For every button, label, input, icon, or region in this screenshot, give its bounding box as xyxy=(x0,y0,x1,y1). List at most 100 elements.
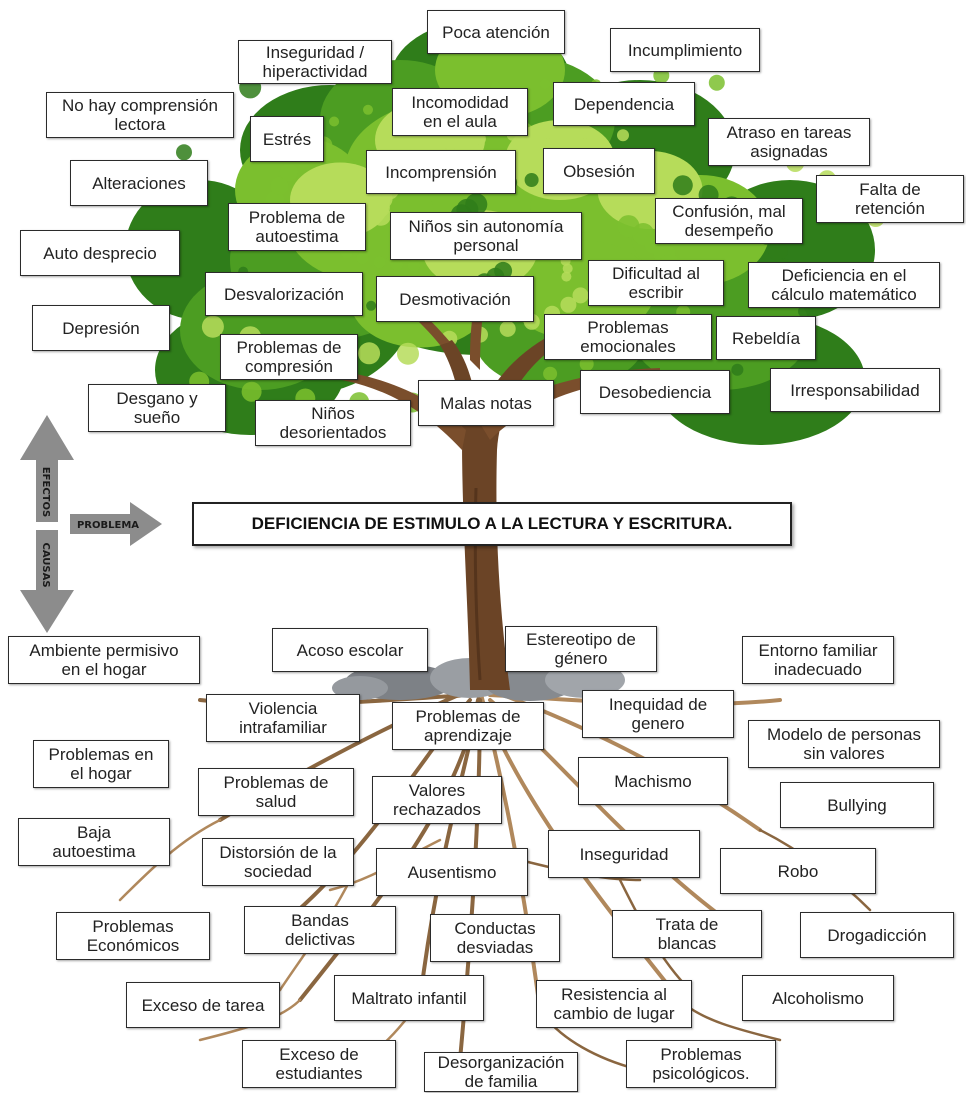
effect-box-deficiencia-en-el-calculo-matematico: Deficiencia en el cálculo matemático xyxy=(748,262,940,308)
effect-box-problemas-de-compresion: Problemas de compresión xyxy=(220,334,358,380)
leaf-dot xyxy=(397,342,419,365)
leaf-dot xyxy=(241,381,262,402)
leaf-dot xyxy=(708,74,725,91)
leaf-dot xyxy=(542,126,554,139)
problema-arrow: PROBLEMA xyxy=(70,502,162,546)
cause-box-conductas-desviadas: Conductas desviadas xyxy=(430,914,560,962)
leaf-dot xyxy=(356,252,369,265)
cause-box-modelo-de-personas-sin-valores: Modelo de personas sin valores xyxy=(748,720,940,768)
cause-box-problemas-de-aprendizaje: Problemas de aprendizaje xyxy=(392,702,544,750)
leaf-dot xyxy=(465,193,488,216)
leaf-dot xyxy=(540,79,550,89)
cause-box-inequidad-de-genero: Inequidad de genero xyxy=(582,690,734,738)
effect-box-problemas-emocionales: Problemas emocionales xyxy=(544,314,712,360)
leaf-dot xyxy=(798,305,810,318)
cause-box-alcoholismo: Alcoholismo xyxy=(742,975,894,1021)
cause-box-machismo: Machismo xyxy=(578,757,728,805)
efectos-label: EFECTOS xyxy=(40,467,51,517)
causas-arrow: CAUSAS xyxy=(20,530,74,633)
effect-box-desmotivacion: Desmotivación xyxy=(376,276,534,322)
leaf-dot xyxy=(201,315,224,338)
cause-box-drogadiccion: Drogadicción xyxy=(800,912,954,958)
effect-box-depresion: Depresión xyxy=(32,305,170,351)
leaf-dot xyxy=(279,163,298,182)
effect-box-ninos-sin-autonomia-personal: Niños sin autonomía personal xyxy=(390,212,582,260)
leaf-dot xyxy=(731,363,744,376)
effect-box-incomodidad-en-el-aula: Incomodidad en el aula xyxy=(392,88,528,136)
effect-box-malas-notas: Malas notas xyxy=(418,380,554,426)
effect-box-estres: Estrés xyxy=(250,116,324,162)
effect-box-problema-de-autoestima: Problema de autoestima xyxy=(228,203,366,251)
effect-box-ninos-desorientados: Niños desorientados xyxy=(255,400,411,446)
cause-box-ambiente-permisivo-en-el-hogar: Ambiente permisivo en el hogar xyxy=(8,636,200,684)
leaf-dot xyxy=(499,320,516,337)
leaf-dot xyxy=(560,296,577,313)
leaf-dot xyxy=(579,357,594,371)
leaf-dot xyxy=(524,173,539,187)
effect-box-desgano-y-sueno: Desgano y sueño xyxy=(88,384,226,432)
effect-box-auto-desprecio: Auto desprecio xyxy=(20,230,180,276)
leaf-dot xyxy=(366,300,377,311)
effect-box-dificultad-al-escribir: Dificultad al escribir xyxy=(588,260,724,306)
leaf-dot xyxy=(329,116,340,127)
effect-box-irresponsabilidad: Irresponsabilidad xyxy=(770,368,940,412)
cause-box-acoso-escolar: Acoso escolar xyxy=(272,628,428,672)
cause-box-bullying: Bullying xyxy=(780,782,934,828)
leaf-dot xyxy=(617,129,629,142)
leaf-dot xyxy=(672,175,693,196)
leaf-dot xyxy=(572,287,589,304)
cause-box-maltrato-infantil: Maltrato infantil xyxy=(334,975,484,1021)
effect-box-atraso-en-tareas-asignadas: Atraso en tareas asignadas xyxy=(708,118,870,166)
cause-box-valores-rechazados: Valores rechazados xyxy=(372,776,502,824)
leaf-dot xyxy=(270,176,289,195)
leaf-dot xyxy=(543,366,558,381)
leaf-dot xyxy=(176,144,192,161)
cause-box-problemas-economicos: Problemas Económicos xyxy=(56,912,210,960)
cause-box-bandas-delictivas: Bandas delictivas xyxy=(244,906,396,954)
effect-box-desobediencia: Desobediencia xyxy=(580,370,730,414)
leaf-dot xyxy=(767,241,788,261)
cause-box-problemas-psicologicos: Problemas psicológicos. xyxy=(626,1040,776,1088)
effect-box-no-hay-comprension-lectora: No hay comprensión lectora xyxy=(46,92,234,138)
cause-box-distorsion-de-la-sociedad: Distorsión de la sociedad xyxy=(202,838,354,886)
leaf-dot xyxy=(358,342,381,365)
cause-box-desorganizacion-de-familia: Desorganización de familia xyxy=(424,1052,578,1092)
effect-box-falta-de-retencion: Falta de retención xyxy=(816,175,964,223)
leaf-dot xyxy=(373,256,386,269)
cause-box-problemas-en-el-hogar: Problemas en el hogar xyxy=(33,740,169,788)
leaf-dot xyxy=(407,259,420,272)
cause-box-exceso-de-estudiantes: Exceso de estudiantes xyxy=(242,1040,396,1088)
cause-box-exceso-de-tarea: Exceso de tarea xyxy=(126,982,280,1028)
leaf-dot xyxy=(579,126,591,139)
cause-box-violencia-intrafamiliar: Violencia intrafamiliar xyxy=(206,694,360,742)
cause-box-baja-autoestima: Baja autoestima xyxy=(18,818,170,866)
effect-box-poca-atencion: Poca atención xyxy=(427,10,565,54)
cause-box-inseguridad: Inseguridad xyxy=(548,830,700,878)
leaf-dot xyxy=(444,138,457,151)
cause-box-resistencia-al-cambio-de-lugar: Resistencia al cambio de lugar xyxy=(536,980,692,1028)
leaf-dot xyxy=(390,258,403,271)
leaf-dot xyxy=(561,271,572,282)
cause-box-entorno-familiar-inadecuado: Entorno familiar inadecuado xyxy=(742,636,894,684)
problema-label: PROBLEMA xyxy=(77,520,139,531)
leaf-dot xyxy=(562,263,573,274)
effect-box-dependencia: Dependencia xyxy=(553,82,695,126)
efectos-arrow: EFECTOS xyxy=(20,415,74,522)
cause-box-robo: Robo xyxy=(720,848,876,894)
effect-box-incomprension: Incomprensión xyxy=(366,150,516,194)
cause-box-ausentismo: Ausentismo xyxy=(376,848,528,896)
causas-label: CAUSAS xyxy=(40,542,51,587)
effect-box-desvalorizacion: Desvalorización xyxy=(205,272,363,316)
leaf-dot xyxy=(363,104,373,115)
cause-box-trata-de-blancas: Trata de blancas xyxy=(612,910,762,958)
effect-box-alteraciones: Alteraciones xyxy=(70,160,208,206)
problem-statement: DEFICIENCIA DE ESTIMULO A LA LECTURA Y E… xyxy=(192,502,792,546)
effect-box-confusion-mal-desempeno: Confusión, mal desempeño xyxy=(655,198,803,244)
effect-box-inseguridad-hiperactividad: Inseguridad / hiperactividad xyxy=(238,40,392,84)
cause-box-estereotipo-de-genero: Estereotipo de género xyxy=(505,626,657,672)
effect-box-rebeldia: Rebeldía xyxy=(716,316,816,360)
effect-box-obsesion: Obsesión xyxy=(543,148,655,194)
effect-box-incumplimiento: Incumplimiento xyxy=(610,28,760,72)
cause-box-problemas-de-salud: Problemas de salud xyxy=(198,768,354,816)
